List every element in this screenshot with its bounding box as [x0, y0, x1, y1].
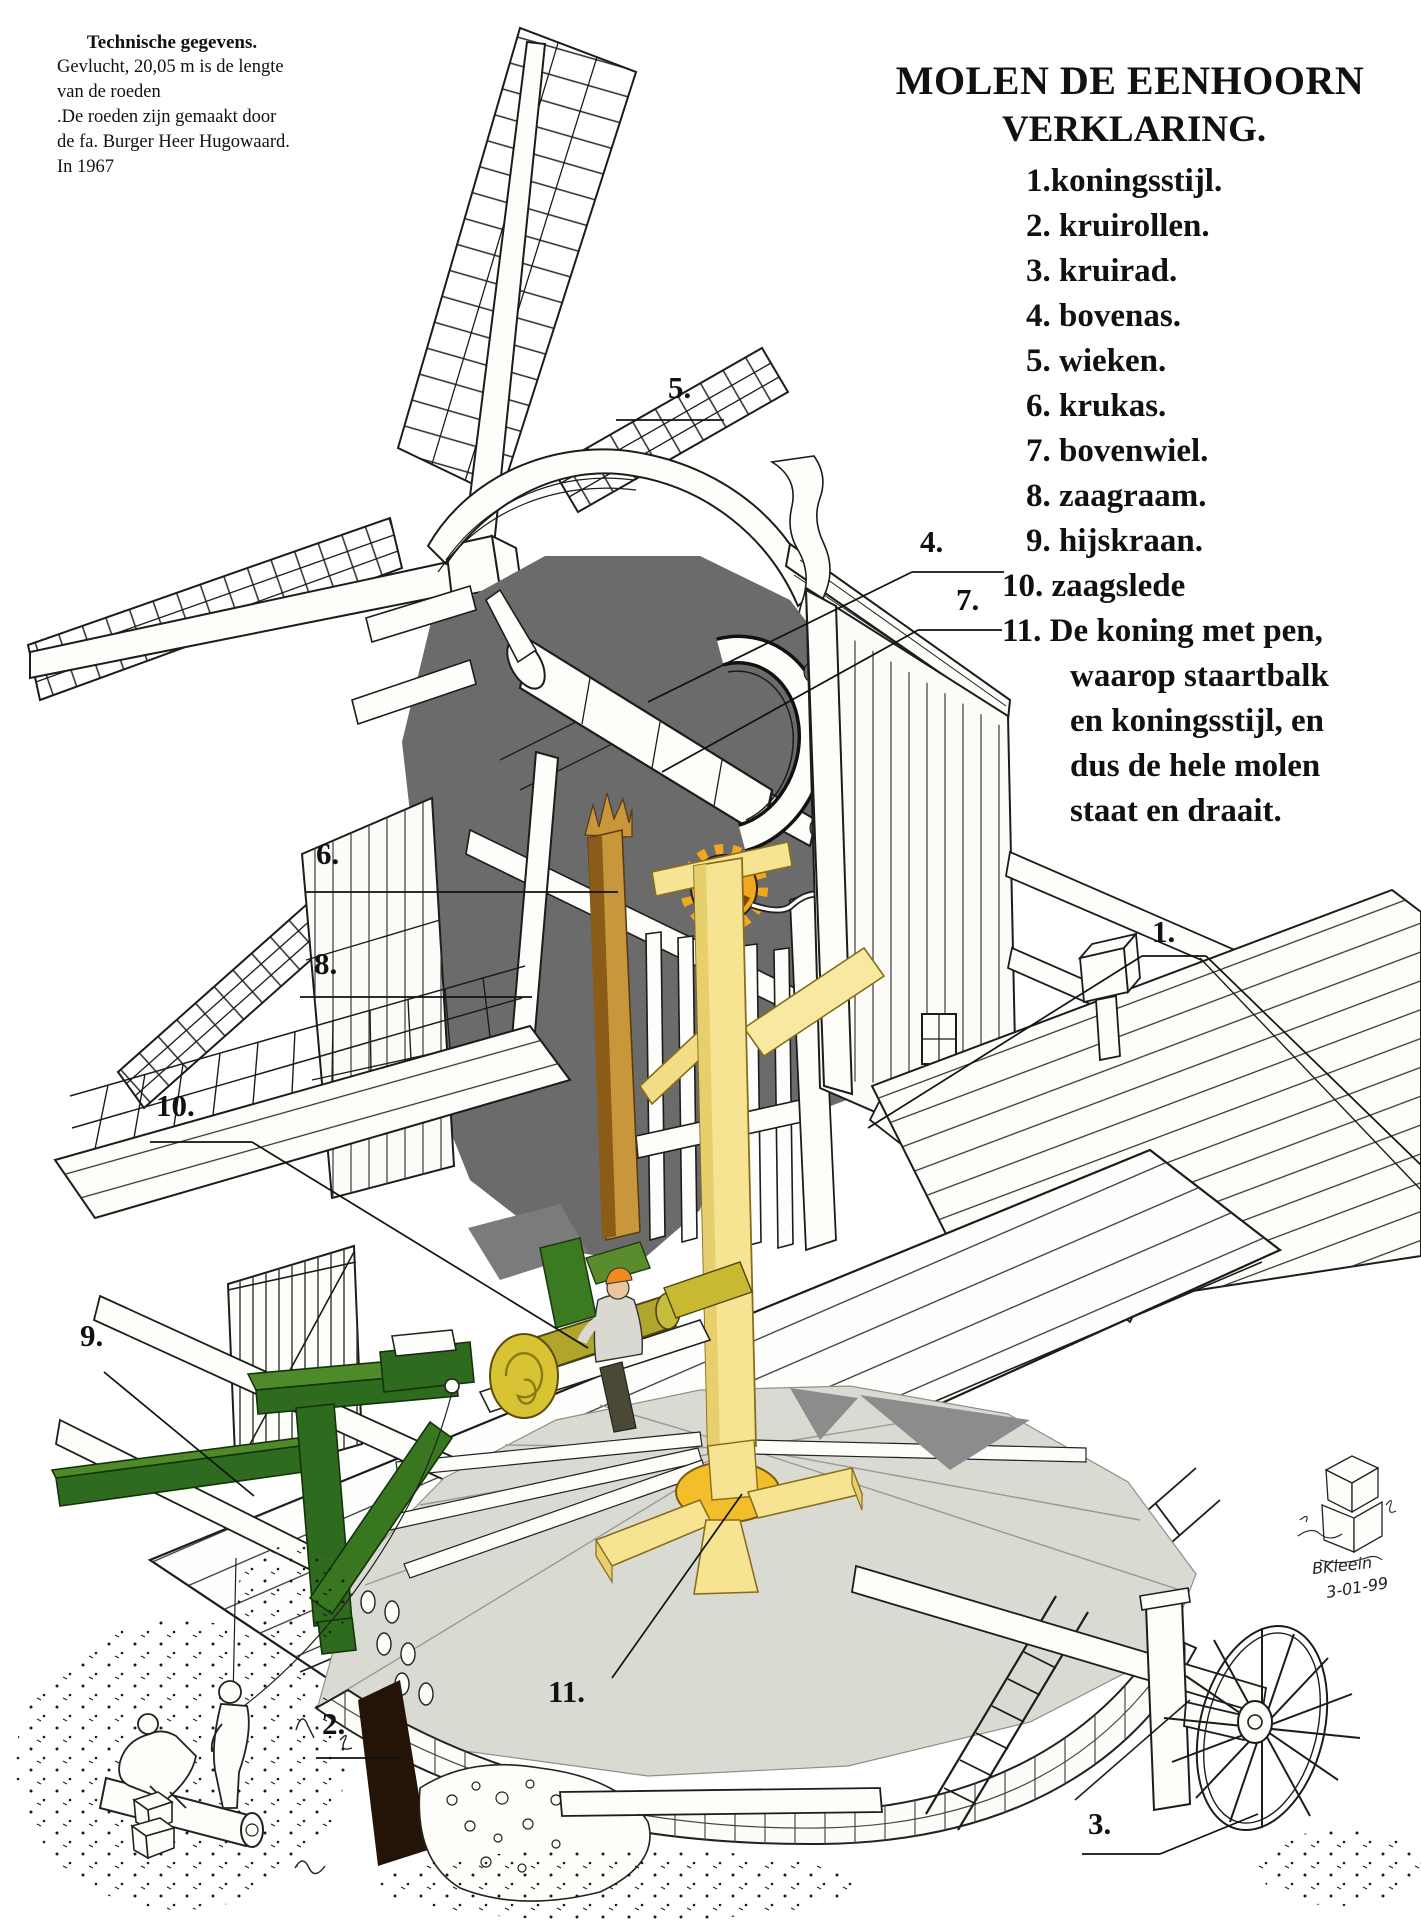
leader-9 [103, 1371, 255, 1497]
legend-item-continuation: en koningsstijl, en [1070, 703, 1324, 739]
legend-item: 3. kruirad. [1026, 253, 1178, 289]
callout-bovenwiel: 7. [956, 582, 980, 617]
legend: VERKLARING. 1.koningsstijl. 2. kruirolle… [1002, 108, 1412, 834]
radial-beams [385, 1431, 1087, 1579]
chimney-box [1077, 931, 1141, 1062]
legend-item: 10. zaagslede [1002, 568, 1186, 604]
right-wall [804, 586, 1018, 1124]
leader-11 [611, 1493, 743, 1679]
page-title: MOLEN DE EENHOORN [895, 57, 1365, 103]
technical-note-line: van de roeden [57, 82, 161, 102]
legend-item: 5. wieken. [1026, 343, 1167, 379]
legend-item-continuation: dus de hele molen [1070, 748, 1321, 784]
legend-item: 8. zaagraam. [1026, 478, 1207, 514]
legend-item-continuation: staat en draait. [1070, 793, 1282, 829]
krukas [584, 792, 641, 1241]
log-on-ground [98, 1776, 264, 1848]
saw-sled [478, 1237, 753, 1433]
callout-krukas: 6. [316, 836, 340, 871]
leader-lines [103, 419, 1421, 1855]
worker-figure [577, 1267, 644, 1433]
legend-item: 7. bovenwiel. [1026, 433, 1209, 469]
dark-gap [358, 1680, 428, 1866]
callout-koningsstijl: 1. [1152, 914, 1176, 949]
callout-koning: 11. [548, 1674, 586, 1709]
worker-hat [605, 1267, 633, 1285]
koning-assembly [594, 841, 886, 1595]
crane [50, 1329, 475, 1707]
callout-kruirad: 3. [1088, 1806, 1112, 1841]
technical-note-line: In 1967 [57, 157, 115, 177]
callout-wieken: 5. [668, 370, 692, 405]
signature-sketch [1297, 1455, 1397, 1564]
standing-worker [210, 1680, 250, 1809]
technical-note-line: Gevlucht, 20,05 m is de lengte [57, 57, 284, 77]
technical-note-line: .De roeden zijn gemaakt door [57, 107, 277, 127]
block-cube [130, 1791, 176, 1860]
technical-note: Technische gegevens. Gevlucht, 20,05 m i… [57, 30, 307, 180]
kruirollen-rollers [360, 1590, 434, 1706]
leader-4 [647, 571, 1004, 703]
legend-item-continuation: waarop staartbalk [1070, 658, 1329, 694]
technical-note-line: de fa. Burger Heer Hugowaard. [57, 132, 290, 152]
platform-base [314, 1204, 1268, 1902]
ground-vignette [15, 1545, 1421, 1920]
callout-zaagraam: 8. [314, 946, 338, 981]
legend-item: 4. bovenas. [1026, 298, 1181, 334]
callout-zaagslede: 10. [156, 1088, 195, 1123]
legend-item: 6. krukas. [1026, 388, 1167, 424]
legend-item: 11. De koning met pen, [1002, 613, 1323, 649]
kruirad-wheel [1074, 1587, 1361, 1832]
leader-1 [867, 955, 1421, 1166]
legend-item: 9. hijskraan. [1026, 523, 1203, 559]
legend-item: 1.koningsstijl. [1026, 163, 1223, 199]
sled-wheel [489, 1333, 559, 1419]
leader-7 [661, 629, 1002, 773]
leader-3 [1082, 1813, 1259, 1855]
technical-note-title: Technische gegevens. [86, 32, 258, 53]
legend-heading: VERKLARING. [1002, 109, 1267, 150]
callout-bovenas: 4. [920, 524, 944, 559]
legend-item: 2. kruirollen. [1026, 208, 1210, 244]
leader-10 [150, 1141, 589, 1349]
callout-kruirollen: 2. [322, 1706, 346, 1741]
left-upper-deck [53, 965, 572, 1220]
callout-hijskraan: 9. [80, 1318, 104, 1353]
